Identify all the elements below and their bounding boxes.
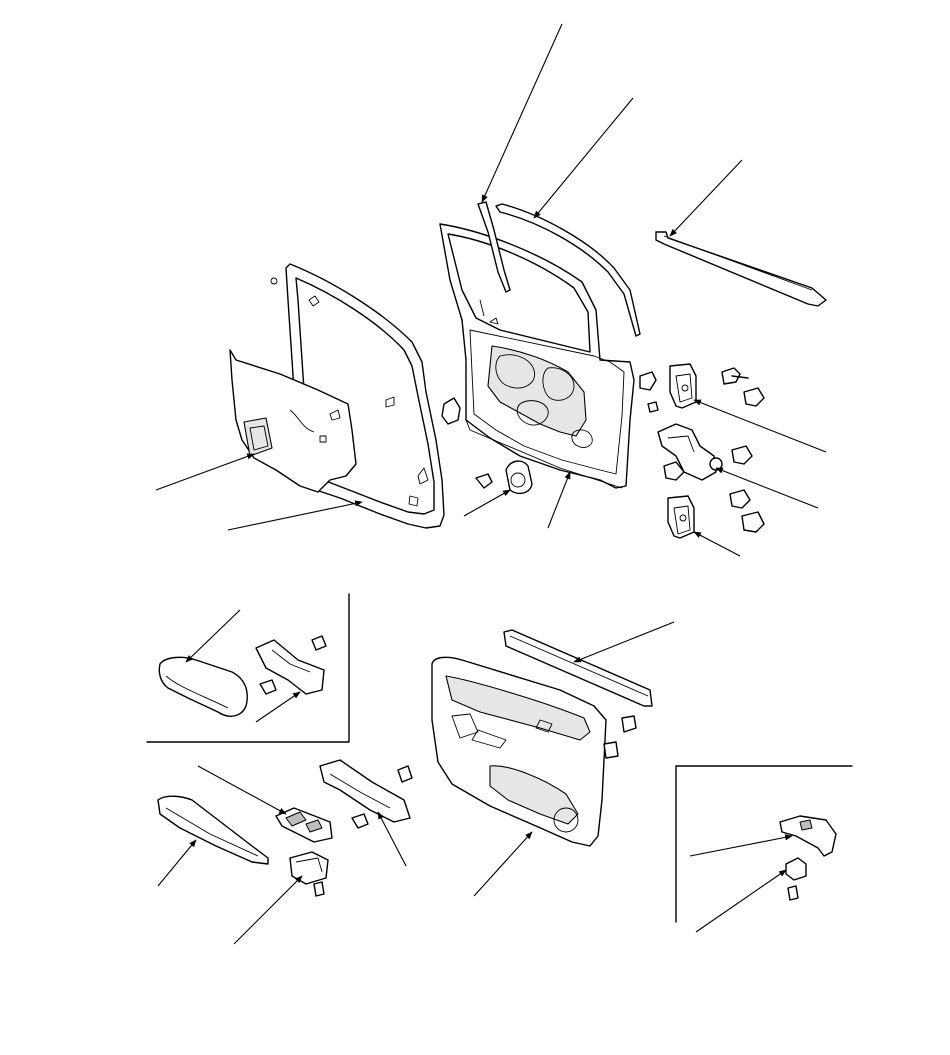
leader-checker [715,467,819,509]
leader-cap-clip [695,869,787,933]
leader-door-panel [547,471,571,529]
door-hinge-lower [667,489,765,539]
leader-door-lining [473,831,533,897]
clip-grommet-right [639,371,659,413]
speaker [475,460,533,495]
leader-glass-run-rear [533,97,634,219]
armrest-bracket [255,635,327,695]
leader-armrest-cover [185,609,241,663]
clip-grommet-left [441,397,461,425]
leader-outer-weatherstrip [669,159,743,237]
leader-cap-cover [689,834,793,857]
window-switch [289,851,329,897]
leader-inner-weatherstrip [573,621,675,663]
door-water-shield [229,349,357,493]
leader-water-shield [155,453,255,491]
glass-run-channel-front [477,201,511,293]
lining-clips [603,715,637,759]
inner-handle-bracket [319,759,413,829]
window-switch-bezel [275,807,333,843]
leader-hinge-lower [693,531,741,557]
leader-speaker [463,489,511,517]
leader-hinge-upper [693,399,827,453]
door-lining [431,656,607,847]
leader-armrest-bracket [255,691,301,723]
door-checker [657,423,753,481]
leader-handle-bracket [377,811,407,867]
leader-window-switch [233,875,303,945]
outer-weatherstrip-upper [655,231,827,307]
door-panel [439,223,635,489]
inner-weatherstrip [503,629,653,707]
leader-pull-pocket [157,839,197,887]
callout-leaders [155,23,827,945]
door-hinge-upper [669,363,765,409]
leader-weatherstrip [227,500,363,531]
pull-pocket [157,795,269,865]
cap-clip [785,857,807,901]
inset-frame-left [146,593,350,743]
inset-frame-right [675,765,853,923]
armrest-cover [158,656,248,717]
leader-glass-run-front [481,23,563,203]
cap-cover [779,815,837,857]
leader-switch-bezel [197,765,287,815]
